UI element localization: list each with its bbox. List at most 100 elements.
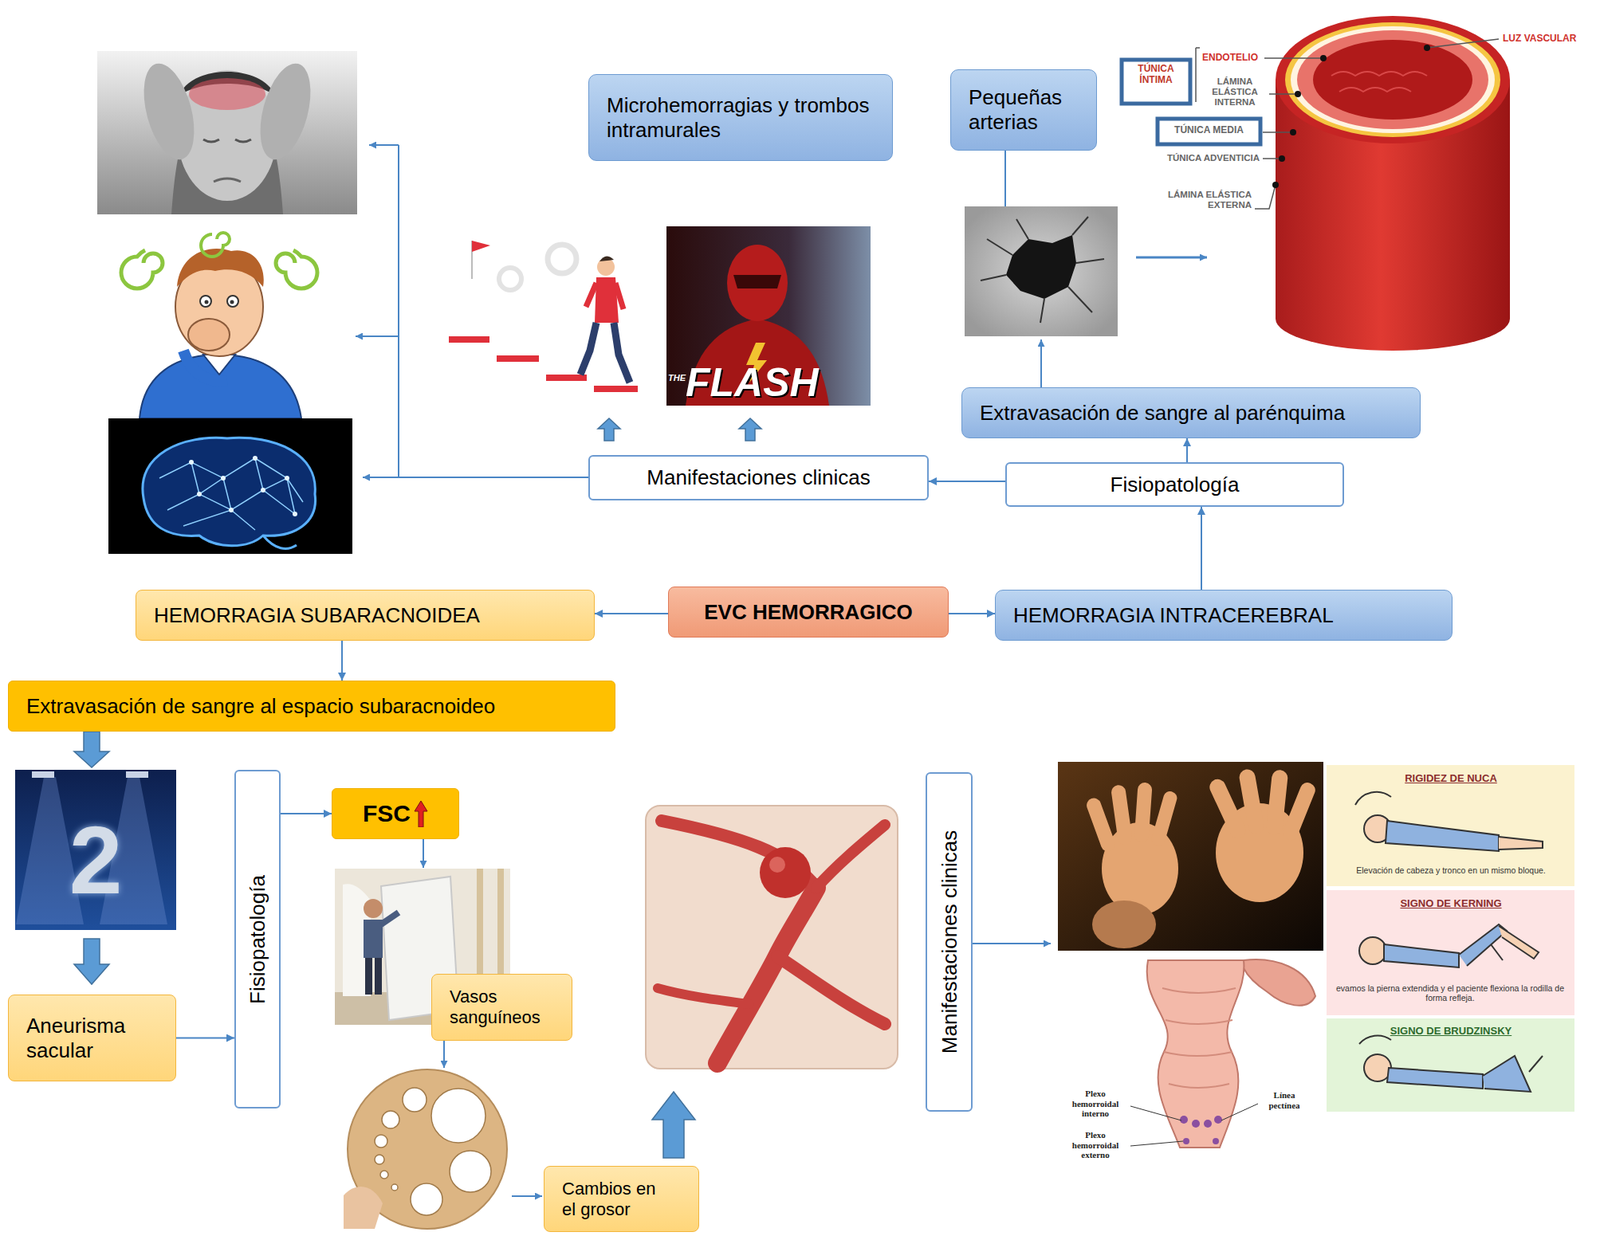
- layout-arrows: [511, 1195, 543, 1198]
- stairs-illustration: [547, 244, 577, 274]
- circle-template-photo: [449, 1151, 492, 1193]
- layer-label: LÁMINA ELÁSTICA EXTERNA: [1147, 189, 1252, 211]
- drywall-photo: [374, 958, 382, 995]
- artery-wall-diagram: [1427, 39, 1499, 48]
- stairs-illustration: [499, 267, 522, 291]
- brain-image: [188, 456, 298, 517]
- aneurysm-illustration: [777, 956, 885, 1025]
- meningeal-signs-panels: [1359, 1036, 1392, 1045]
- sign-caption: evamos la pierna extendida y el paciente…: [1329, 983, 1571, 1003]
- meningeal-signs-panels: [1359, 937, 1387, 965]
- brain-image: [260, 487, 266, 493]
- nausea-cartoon: [183, 350, 228, 382]
- layer-label: TÚNICA MEDIA: [1159, 125, 1258, 137]
- aneurysm-illustration: [657, 821, 885, 1064]
- layout-arrows: [1040, 339, 1042, 388]
- rectum-anatomy: [1214, 1116, 1223, 1125]
- sign-title: SIGNO DE KERNING: [1339, 898, 1563, 911]
- rectum-anatomy: [1061, 954, 1322, 1169]
- rectum-anatomy: [1183, 1138, 1190, 1145]
- artery-wall-diagram: [1320, 55, 1327, 62]
- artery-wall-diagram: [1264, 57, 1324, 59]
- artery-wall-diagram: [1275, 15, 1510, 144]
- layout-arrows: [355, 335, 399, 338]
- number-two-image: [125, 771, 149, 779]
- root-box: EVC HEMORRAGICO: [668, 586, 949, 638]
- meningeal-signs-panels: [1490, 944, 1503, 961]
- stairs-illustration: [471, 240, 491, 252]
- concept-box: Vasos sanguíneos: [431, 974, 573, 1042]
- concept-box: Microhemorragias y trombos intramurales: [588, 74, 893, 162]
- brain-image: [108, 418, 353, 555]
- nausea-cartoon: [200, 295, 212, 307]
- brain-image: [108, 418, 353, 555]
- layout-arrows: [652, 1092, 696, 1159]
- node-text: HEMORRAGIA SUBARACNOIDEA: [153, 603, 582, 629]
- concept-box: Aneurisma sacular: [7, 994, 177, 1082]
- headache-photo: [188, 78, 266, 111]
- node-text: Fisiopatología: [245, 875, 271, 1005]
- cracked-wall: [964, 206, 1118, 337]
- connector-arrow: [1200, 507, 1203, 590]
- artery-wall-diagram: [1121, 15, 1510, 351]
- artery-wall-diagram: [1262, 131, 1294, 134]
- layout-arrows: [397, 145, 400, 478]
- meningeal-signs-panels: [1355, 792, 1543, 1093]
- node-text: Vasos sanguíneos: [449, 986, 559, 1029]
- rectum-anatomy: [1179, 1116, 1223, 1145]
- stairs-illustration: [599, 255, 614, 262]
- cracked-wall: [1006, 235, 1077, 299]
- artery-wall-diagram: [1272, 181, 1279, 189]
- concept-box: Pequeñas arterias: [950, 69, 1097, 151]
- flash-poster: [666, 226, 871, 406]
- stairs-illustration: [448, 336, 490, 343]
- section-box-vertical: Manifestaciones clinicas: [925, 772, 973, 1113]
- nausea-cartoon: [121, 250, 163, 289]
- aneurysm-illustration: [769, 857, 786, 873]
- up-arrow-symbol: [414, 801, 428, 828]
- layout-arrows: [369, 144, 399, 146]
- meningeal-signs-panels: [1385, 821, 1499, 852]
- cracked-wall: [980, 216, 1105, 323]
- photophobia-photo: [1057, 762, 1324, 952]
- layer-label: ENDOTELIO: [1202, 52, 1266, 64]
- meningeal-signs-panels: [1326, 765, 1575, 1113]
- layer-label: TÚNICA ÍNTIMA: [1122, 63, 1190, 87]
- headache-photo: [97, 51, 358, 215]
- connector-arrow: [341, 640, 343, 681]
- photophobia-photo: [1238, 768, 1266, 836]
- node-text: Cambios en el grosor: [562, 1179, 667, 1221]
- circle-template-photo: [391, 1184, 398, 1192]
- sign-caption: Elevación de cabeza y tronco en un mismo…: [1336, 865, 1566, 876]
- artery-wall-diagram: [1254, 39, 1499, 209]
- circle-template-photo: [410, 1183, 443, 1216]
- artery-wall-diagram: [1157, 118, 1261, 145]
- layout-arrows: [74, 939, 110, 985]
- section-box-vertical: Fisiopatología: [234, 770, 281, 1109]
- rectum-anatomy: [1203, 1120, 1212, 1129]
- nausea-cartoon: [204, 300, 209, 305]
- node-text: EVC HEMORRAGICO: [676, 600, 940, 626]
- concept-box: Cambios en el grosor: [543, 1166, 700, 1233]
- brain-image: [284, 475, 290, 481]
- rectum-anatomy: [1162, 988, 1236, 1089]
- number-two-image: [31, 771, 55, 779]
- photophobia-photo: [1085, 796, 1118, 854]
- headache-photo: [134, 58, 204, 166]
- layout-arrows: [739, 418, 762, 441]
- brain-image: [263, 535, 297, 549]
- drywall-photo: [365, 958, 373, 995]
- headache-photo: [203, 139, 252, 142]
- concept-box: Extravasación de sangre al parénquima: [961, 387, 1421, 439]
- connector-arrow: [280, 813, 332, 815]
- layer-label: TÚNICA ADVENTICIA: [1140, 153, 1260, 164]
- stairs-illustration: [444, 234, 638, 404]
- artery-wall-diagram: [1269, 93, 1298, 95]
- node-text: Manifestaciones clinicas: [936, 830, 962, 1054]
- layout-arrows: [422, 839, 425, 869]
- meningeal-signs-panels: [1326, 1018, 1575, 1113]
- brain-image: [196, 491, 202, 497]
- artery-wall-diagram: [1195, 47, 1200, 49]
